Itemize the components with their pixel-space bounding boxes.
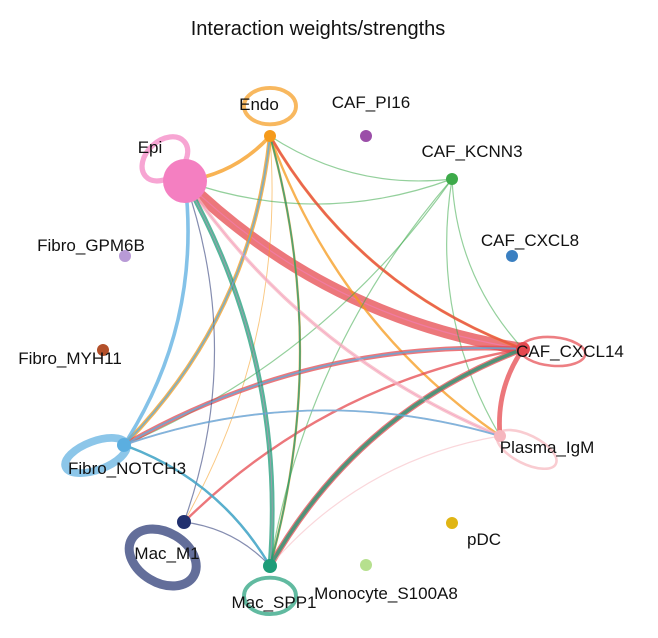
node-label-Endo: Endo [239, 95, 279, 114]
edge-Mac_SPP1-to-CAF_CXCL14 [268, 347, 525, 568]
edge-Fibro_NOTCH3-to-Epi [122, 179, 190, 447]
edge-Fibro_NOTCH3-to-Mac_SPP1 [122, 443, 272, 568]
edge-CAF_CXCL14-to-Endo [268, 134, 525, 351]
edge-Fibro_NOTCH3-to-Plasma_IgM [123, 409, 501, 446]
edge-Epi-to-CAF_CXCL14 [184, 180, 524, 350]
node-label-Fibro_NOTCH3: Fibro_NOTCH3 [68, 459, 186, 478]
node-Fibro_MYH11 [97, 344, 109, 356]
node-label-Mac_M1: Mac_M1 [134, 544, 199, 563]
node-label-Plasma_IgM: Plasma_IgM [500, 438, 594, 457]
node-label-CAF_CXCL14: CAF_CXCL14 [516, 342, 624, 361]
node-labels: Epi Endo CAF_PI16CAF_KCNN3CAF_CXCL8CAF_CXC… [18, 93, 624, 612]
self-loop-Mac_M1 [124, 524, 201, 591]
node-Epi [163, 159, 207, 203]
node-label-CAF_CXCL8: CAF_CXCL8 [481, 231, 579, 250]
node-Monocyte_S100A8 [360, 559, 372, 571]
node-CAF_PI16 [360, 130, 372, 142]
node-label-Monocyte_S100A8: Monocyte_S100A8 [314, 584, 458, 603]
edge-Mac_SPP1-to-Endo [269, 135, 301, 567]
edge-Mac_M1-to-Epi [183, 180, 216, 523]
edge-Plasma_IgM-to-Mac_SPP1 [269, 435, 501, 567]
edge-Epi-to-Mac_SPP1 [184, 180, 273, 567]
node-label-pDC: pDC [467, 530, 501, 549]
node-CAF_CXCL14 [516, 342, 530, 356]
edge-CAF_CXCL14-to-Plasma_IgM [497, 346, 526, 439]
edge-Fibro_NOTCH3-to-CAF_CXCL14 [123, 347, 524, 446]
node-Fibro_GPM6B [119, 250, 131, 262]
edge-CAF_CXCL14-to-Epi [179, 175, 529, 355]
edge-CAF_KCNN3-to-Endo [269, 135, 453, 182]
node-label-CAF_PI16: CAF_PI16 [332, 93, 410, 112]
edge-CAF_KCNN3-to-Mac_SPP1 [269, 178, 453, 567]
edge-Epi-to-Plasma_IgM [184, 180, 501, 437]
node-Mac_M1 [177, 515, 191, 529]
nodes [97, 130, 530, 573]
node-CAF_KCNN3 [446, 173, 458, 185]
node-Fibro_NOTCH3 [117, 438, 131, 452]
edge-CAF_KCNN3-to-Fibro_NOTCH3 [123, 178, 453, 446]
node-CAF_CXCL8 [506, 250, 518, 262]
edge-CAF_CXCL14-to-Mac_M1 [182, 347, 525, 524]
figure-title: Interaction weights/strengths [191, 18, 446, 40]
node-Plasma_IgM [494, 430, 506, 442]
node-pDC [446, 517, 458, 529]
node-Mac_SPP1 [263, 559, 277, 573]
node-label-CAF_KCNN3: CAF_KCNN3 [421, 142, 522, 161]
node-label-Mac_SPP1: Mac_SPP1 [231, 593, 316, 612]
edge-Endo-to-Plasma_IgM [268, 134, 502, 438]
edge-Mac_M1-to-Mac_SPP1 [183, 521, 271, 567]
edge-CAF_KCNN3-to-Plasma_IgM [446, 178, 501, 437]
node-label-Epi: Epi [138, 138, 163, 157]
node-label-Fibro_GPM6B: Fibro_GPM6B [37, 236, 145, 255]
node-label-Fibro_MYH11: Fibro_MYH11 [18, 349, 122, 368]
self-loop-Endo [242, 85, 298, 127]
edge-CAF_KCNN3-to-CAF_CXCL14 [451, 178, 524, 350]
edges [121, 133, 529, 569]
node-Endo [264, 130, 276, 142]
self-loop-Mac_SPP1 [242, 575, 298, 617]
edge-Endo-to-Mac_M1 [183, 135, 273, 523]
edge-Fibro_NOTCH3-to-Endo [123, 135, 271, 446]
self-loops [61, 85, 587, 617]
edge-CAF_KCNN3-to-Epi [184, 178, 453, 205]
